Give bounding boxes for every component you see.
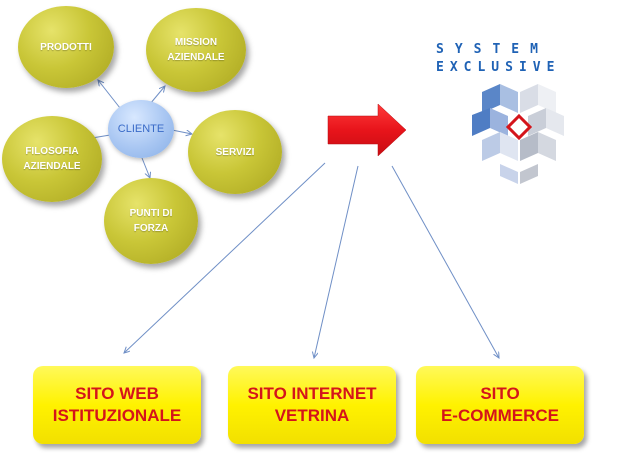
spoke-punti [141,157,150,178]
connector-web [124,162,326,353]
node-prodotti-label: PRODOTTI [40,41,92,53]
system-exclusive-logo-icon [472,84,564,184]
connector-ecommerce [391,165,499,358]
node-filosofia: FILOSOFIA AZIENDALE [2,116,102,202]
node-servizi: SERVIZI [188,110,282,194]
target-sito-ecommerce: SITO E-COMMERCE [416,366,584,444]
node-punti-label: PUNTI DI FORZA [129,208,173,234]
target-sito-web: SITO WEB ISTITUZIONALE [33,366,201,444]
node-filosofia-label: FILOSOFIA AZIENDALE [23,146,81,172]
target-connectors [124,162,499,358]
target-sito-web-label: SITO WEB ISTITUZIONALE [52,384,182,425]
target-sito-vetrina-label: SITO INTERNET VETRINA [247,384,377,425]
node-prodotti: PRODOTTI [18,6,114,88]
node-mission: MISSION AZIENDALE [146,8,246,92]
node-punti: PUNTI DI FORZA [104,178,198,264]
node-cliente-label: CLIENTE [117,123,165,135]
connector-vetrina [314,165,359,358]
logo-line-1: SYSTEM [436,42,549,57]
spoke-prodotti [98,80,121,109]
logo-line-2: EXCLUSIVE [436,60,561,75]
target-sito-vetrina: SITO INTERNET VETRINA [228,366,396,444]
spoke-servizi [171,129,192,134]
target-sito-ecommerce-label: SITO E-COMMERCE [440,384,560,425]
node-cliente: CLIENTE [108,100,174,158]
red-arrow-icon [327,103,407,157]
node-servizi-label: SERVIZI [215,146,255,158]
node-mission-label: MISSION AZIENDALE [167,37,225,63]
